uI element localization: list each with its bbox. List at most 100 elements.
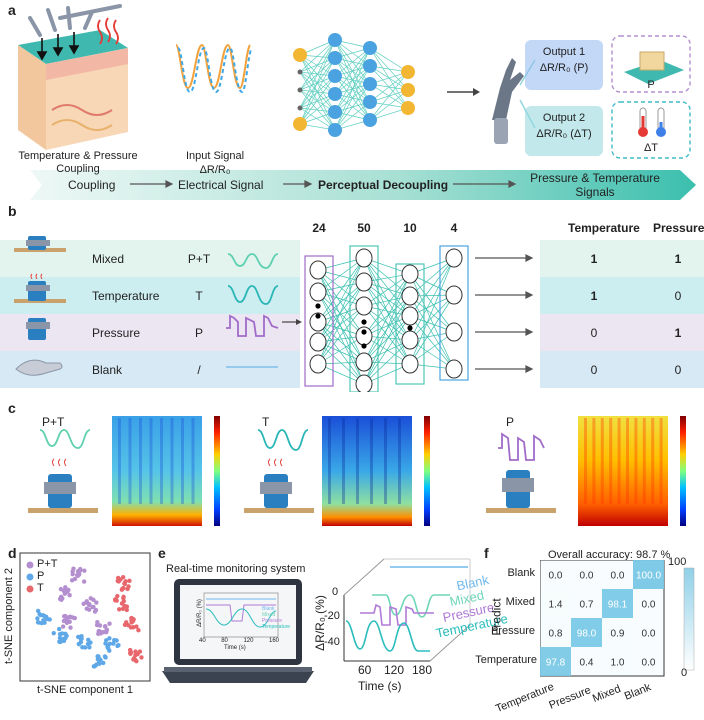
series-line-pressure	[360, 603, 434, 626]
cm-cell	[571, 560, 602, 589]
tsne-point	[115, 643, 120, 649]
layer-label-0: 24	[312, 221, 326, 235]
nn-b-edge	[409, 257, 455, 317]
out-press-mixed: 1	[674, 252, 682, 266]
screen-ylabel: ΔR/R₀ (%)	[196, 599, 203, 627]
nn-b-edge	[317, 281, 365, 343]
neural-network-b	[304, 245, 469, 392]
cm-cell-value: 98.0	[577, 629, 597, 640]
tsne-point	[107, 636, 112, 641]
nn-b-edge	[363, 257, 411, 317]
nn-b-node	[309, 260, 327, 280]
tsne-point	[123, 579, 128, 584]
nn-b-node	[445, 285, 463, 305]
nn-b-edge	[363, 257, 411, 297]
tsne-axes	[19, 552, 151, 682]
nn-node	[363, 77, 377, 91]
laptop-illustration	[162, 579, 314, 683]
out-press-temperature: 0	[674, 289, 682, 303]
cm-cell	[633, 618, 664, 647]
nn-node	[328, 105, 342, 119]
output1-icon-label: P	[647, 79, 655, 91]
tsne-plot	[19, 552, 151, 682]
tsne-point	[56, 626, 62, 632]
nn-b-edge	[409, 257, 455, 341]
nn-edge	[334, 47, 371, 77]
nn-b-edge	[317, 281, 365, 323]
nn-b-edge	[409, 294, 455, 341]
tsne-point	[37, 612, 42, 617]
series-line-mixed	[372, 594, 450, 618]
nn-b-edge	[317, 257, 365, 343]
tsne-point	[51, 630, 56, 636]
spectro-stripe	[191, 418, 195, 504]
output2-box	[525, 106, 603, 156]
nn-b-edge	[317, 257, 365, 323]
nn-node	[293, 117, 307, 131]
spectro-cup-p	[486, 470, 556, 513]
row-code-blank: /	[197, 363, 201, 377]
output1-formula: ΔR/R₀ (P)	[539, 62, 589, 74]
nn-b-edge	[317, 335, 365, 365]
tsne-point	[47, 617, 52, 622]
tsne-point	[98, 629, 103, 634]
tsne-point	[93, 607, 99, 613]
cm-cell	[540, 647, 571, 676]
e-ytick-1: -20	[324, 610, 340, 622]
cm-cell-value: 100.0	[636, 571, 661, 582]
screen-legend-item: Blank	[262, 606, 275, 612]
tsne-xlabel: t-SNE component 1	[37, 684, 133, 696]
output-arrows	[475, 254, 534, 373]
cup-icon-temperature	[14, 273, 66, 303]
panel-a-label: a	[8, 2, 16, 18]
screen-xticks: 40 80 120 160	[199, 638, 279, 644]
nn-edge	[334, 47, 371, 95]
tsne-legend-marker-t	[26, 585, 34, 593]
nn-node	[401, 83, 415, 97]
spectro-stripe	[160, 418, 163, 504]
e-ytick-0: 0	[332, 586, 339, 598]
cm-row-label: Mixed	[505, 596, 535, 608]
nn-ellipsis-dot	[297, 105, 303, 111]
neural-network-a	[293, 33, 415, 137]
nn-node	[328, 87, 342, 101]
spectro-stripe	[609, 418, 613, 504]
tsne-point	[76, 572, 82, 578]
nn-b-edge	[363, 273, 411, 363]
tsne-point	[60, 624, 66, 629]
row-code-temperature: T	[195, 289, 203, 303]
tsne-point	[95, 657, 101, 662]
colorbar-t	[424, 416, 430, 526]
tsne-point	[81, 601, 86, 606]
tsne-point	[103, 638, 109, 643]
realtime-chart	[343, 558, 471, 662]
tsne-point	[72, 576, 78, 582]
nn-edge	[334, 47, 371, 131]
screen-legend-item: Mixed	[262, 612, 276, 618]
nn-b-node	[401, 286, 419, 306]
tsne-point	[84, 606, 89, 611]
colorbar-pt	[214, 416, 220, 526]
row-code-pressure: P	[194, 326, 203, 340]
spectro-stripe	[139, 418, 142, 504]
realtime-axes	[343, 558, 471, 662]
cm-cell	[602, 647, 633, 676]
nn-b-edge	[409, 294, 455, 365]
nn-b-edge	[409, 257, 455, 297]
cm-cell	[571, 589, 602, 618]
input-signal-waveform	[175, 43, 253, 94]
tsne-point	[136, 628, 141, 633]
nn-b-edge	[409, 257, 455, 365]
spectro-stripe	[384, 418, 387, 504]
spectro-stripe	[181, 418, 184, 504]
tsne-point	[70, 572, 75, 577]
row-band-left-mixed	[0, 240, 300, 277]
flow-step-electrical: Electrical Signal	[178, 178, 264, 192]
spectro-stripe	[149, 418, 153, 504]
cm-row-label: Pressure	[490, 625, 535, 637]
spectro-stripe	[592, 418, 596, 504]
nn-b-edge	[317, 269, 365, 363]
nn-b-node	[445, 322, 463, 342]
tsne-point	[101, 660, 106, 666]
nn-node	[401, 65, 415, 79]
